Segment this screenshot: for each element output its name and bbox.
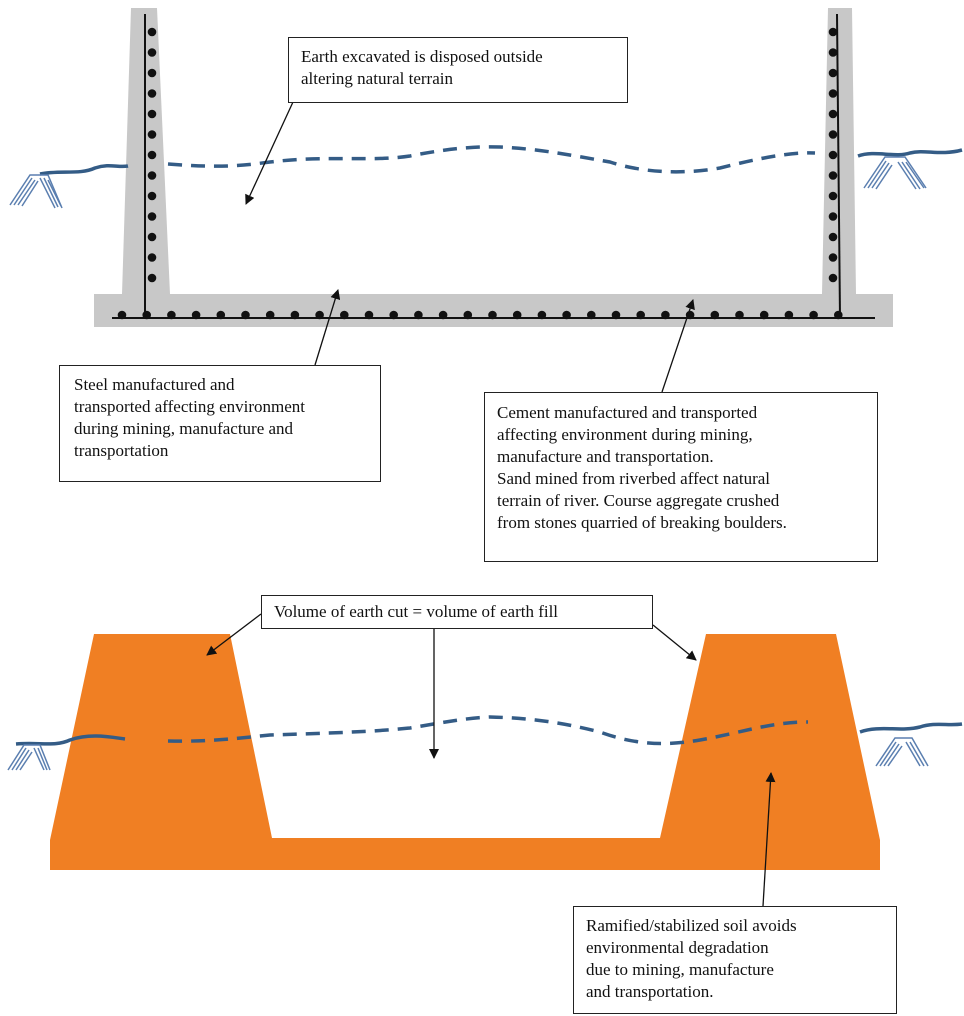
arrow-excavated — [245, 101, 294, 205]
rebar-dot — [636, 310, 645, 320]
rebar-dot — [147, 150, 157, 160]
rebar-dot — [537, 310, 547, 320]
callout-steel: Steel manufactured and transported affec… — [59, 365, 381, 482]
rebar-dot — [828, 191, 838, 201]
earth-fill-shape — [50, 634, 880, 870]
rebar-dot — [661, 310, 670, 320]
rebar-dot — [735, 310, 744, 320]
arrow-ramified — [762, 772, 776, 907]
ground-line-left-top — [39, 163, 129, 176]
rebar-dot — [147, 253, 157, 262]
water-surface-bottom — [15, 715, 963, 746]
rebar-dot — [611, 310, 621, 320]
rebar-dot — [828, 171, 838, 180]
rebar-dot — [147, 89, 157, 98]
dashed-water-line-top — [167, 145, 816, 174]
ground-hatch-left-bottom — [7, 744, 51, 771]
ground-hatch-right-top — [863, 156, 927, 190]
rebar-dot — [340, 310, 349, 320]
rebar-dot — [147, 212, 157, 221]
rebar-dot — [809, 310, 818, 320]
rebar-dot — [191, 310, 201, 320]
rebar-dot — [759, 310, 769, 320]
ground-hatch-right-bottom — [875, 737, 929, 767]
water-surface-top — [39, 145, 963, 176]
rebar-dot — [834, 310, 843, 320]
rebar-dot — [828, 68, 838, 78]
rebar-right-wall — [836, 13, 841, 319]
rebar-dot — [828, 253, 838, 262]
ground-line-right-bottom — [859, 722, 963, 734]
arrow-steel — [314, 289, 341, 366]
rebar-dot — [167, 310, 176, 320]
callout-cement-sand-aggregate: Cement manufactured and transported affe… — [484, 392, 878, 562]
rebar-dot — [463, 310, 473, 320]
earthen-canal-section — [50, 634, 880, 870]
rebar-dot — [117, 310, 127, 320]
rebar-dot — [147, 232, 157, 242]
rebar-dot — [488, 310, 497, 320]
rebar-dot — [147, 48, 157, 57]
arrow-earth-cut-right — [652, 624, 697, 661]
concrete-canal-section — [94, 8, 893, 327]
rebar-dot — [315, 310, 324, 320]
rebar-dot — [147, 191, 157, 201]
ground-hatch-left-top — [9, 174, 63, 209]
rebar-dot — [562, 310, 571, 320]
bottom-arrows — [206, 613, 776, 907]
rebar-dot — [587, 310, 596, 320]
rebar-dot — [147, 171, 157, 180]
top-arrows — [245, 101, 695, 393]
rebar-dot — [828, 48, 838, 57]
callout-earth-cut-fill: Volume of earth cut = volume of earth fi… — [261, 595, 653, 629]
dashed-water-line-bottom — [167, 715, 809, 746]
rebar-dot — [147, 109, 157, 119]
ground-line-right-top — [857, 148, 963, 158]
rebar-dot — [512, 310, 522, 320]
rebar-dot — [364, 310, 374, 320]
rebar-dot — [216, 310, 226, 320]
rebar-dot — [710, 310, 720, 320]
rebar-dots — [117, 27, 843, 320]
callout-excavated-earth: Earth excavated is disposed outside alte… — [288, 37, 628, 103]
rebar-dot — [828, 27, 838, 37]
rebar-dot — [784, 310, 794, 320]
rebar-dot — [828, 273, 838, 283]
rebar-dot — [147, 27, 157, 37]
arrow-earth-cut-left — [206, 613, 262, 656]
rebar-dot — [438, 310, 448, 320]
rebar-dot — [147, 273, 157, 283]
rebar-dot — [147, 68, 157, 78]
rebar-dot — [142, 310, 151, 320]
rebar-dot — [290, 310, 300, 320]
rebar-dot — [685, 310, 695, 320]
arrow-cement — [661, 299, 695, 393]
callout-ramified-soil: Ramified/stabilized soil avoids environm… — [573, 906, 897, 1014]
rebar-dot — [414, 310, 423, 320]
rebar-dot — [389, 310, 399, 320]
rebar-dot — [828, 89, 838, 98]
rebar-dot — [265, 310, 275, 320]
rebar-dot — [828, 232, 838, 242]
rebar-dot — [828, 212, 838, 221]
rebar-dot — [241, 310, 250, 320]
concrete-canal-shape — [94, 8, 893, 327]
rebar-dot — [828, 150, 838, 160]
rebar-dot — [828, 130, 838, 139]
rebar-dot — [828, 109, 838, 119]
ground-line-left-bottom — [15, 734, 126, 746]
rebar-dot — [147, 130, 157, 139]
